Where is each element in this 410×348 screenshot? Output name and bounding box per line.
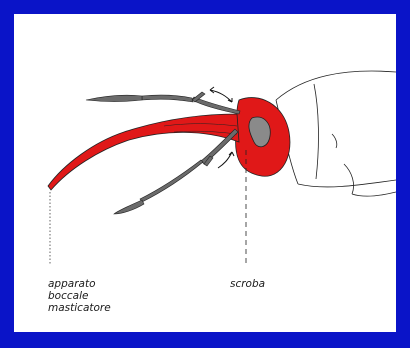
upper-antenna xyxy=(86,92,240,114)
apparato-label-line3: masticatore xyxy=(48,302,111,314)
lower-antenna xyxy=(114,129,238,214)
apparato-label-line1: apparato xyxy=(48,278,111,290)
diagram-canvas: apparato boccale masticatore scroba xyxy=(14,14,396,332)
red-rostrum xyxy=(48,98,290,190)
apparato-label-line2: boccale xyxy=(48,290,111,302)
apparato-boccale-label: apparato boccale masticatore xyxy=(48,278,111,314)
thorax-outline xyxy=(276,71,396,196)
scroba-label: scroba xyxy=(230,278,265,290)
